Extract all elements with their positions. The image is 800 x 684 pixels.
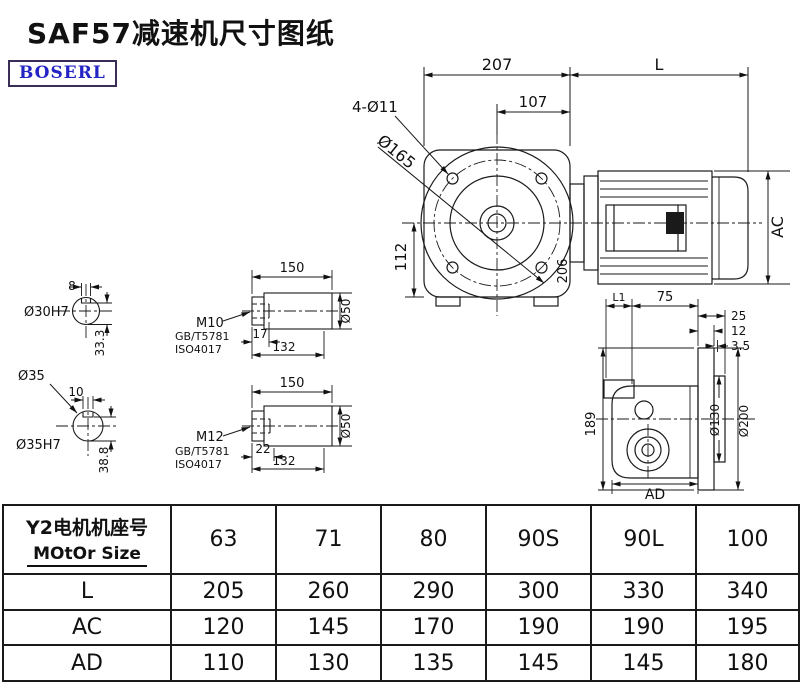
page-title: SAF57减速机尺寸图纸 (27, 17, 335, 50)
dimension-table: Y2电机机座号 MOtOr Size 63 71 80 90S 90L 100 … (2, 503, 800, 682)
table-row-AC: AC 120 145 170 190 190 195 (2, 608, 800, 647)
shaft1-132-label: 132 (273, 340, 296, 354)
motor-size-cell: 90L (590, 503, 697, 576)
sideview-dia200-label: Ø200 (737, 405, 751, 437)
sideview-35-label: 3.5 (731, 339, 750, 353)
shaft1-dia-label: Ø50 (339, 299, 353, 324)
shaft2-outer-dia-label: Ø35 (18, 369, 45, 384)
value-cell: 180 (695, 644, 800, 682)
motor-size-label-cn: Y2电机机座号 (26, 516, 148, 539)
motor-size-cell: 71 (275, 503, 382, 576)
shaft1-bore-label: Ø30H7 (24, 305, 69, 320)
sideview-12-label: 12 (731, 324, 746, 338)
shaft1-thread-depth-label: 17 (252, 327, 267, 341)
value-cell: 195 (695, 608, 800, 647)
shaft1-key-depth-label: 33.3 (93, 330, 107, 357)
sideview-25-label: 25 (731, 309, 746, 323)
brand-badge: BOSERL (8, 60, 117, 87)
shaft2-bore-label: Ø35H7 (16, 438, 61, 453)
motor-size-cell: 90S (485, 503, 592, 576)
motor-size-cell: 100 (695, 503, 800, 576)
value-cell: 190 (590, 608, 697, 647)
table-row-L: L 205 260 290 300 330 340 (2, 573, 800, 611)
shaft2-key-width-label: 10 (68, 385, 83, 399)
sideview-189-label: 189 (584, 412, 599, 437)
shaft2-length-label: 150 (280, 376, 305, 391)
motor-size-cell: 63 (170, 503, 277, 576)
motor-size-cell: 80 (380, 503, 487, 576)
shaft2-standard2-label: ISO4017 (175, 458, 222, 471)
row-label-cell: L (2, 573, 172, 611)
dim-107-label: 107 (519, 93, 548, 111)
flange-dia-label: Ø165 (374, 131, 419, 173)
motor-size-row: Y2电机机座号 MOtOr Size 63 71 80 90S 90L 100 (2, 503, 800, 576)
shaft2-thread-depth-label: 22 (255, 442, 270, 456)
table-row-AD: AD 110 130 135 145 145 180 (2, 644, 800, 682)
value-cell: 290 (380, 573, 487, 611)
value-cell: 145 (485, 644, 592, 682)
shaft2-132-label: 132 (273, 454, 296, 468)
shaft1-thread-label: M10 (196, 316, 224, 331)
shaft-detail-1 (58, 270, 352, 359)
brand-label: BOSERL (19, 63, 106, 83)
value-cell: 120 (170, 608, 277, 647)
value-cell: 300 (485, 573, 592, 611)
main-dimensions (377, 67, 790, 298)
value-cell: 110 (170, 644, 277, 682)
shaft2-key-depth-label: 38.8 (97, 447, 111, 474)
dim-ac-label: AC (768, 216, 787, 238)
dim-112-label: 112 (392, 243, 410, 272)
dim-206-label: 206 (556, 259, 571, 284)
shaft2-dia-label: Ø50 (339, 414, 353, 439)
gearbox-side-view (596, 299, 758, 494)
shaft1-key-width-label: 8 (68, 279, 76, 293)
dim-motor-length-label: L (655, 55, 664, 74)
shaft1-standard2-label: ISO4017 (175, 343, 222, 356)
dim-207-label: 207 (482, 55, 513, 74)
value-cell: 170 (380, 608, 487, 647)
value-cell: 205 (170, 573, 277, 611)
value-cell: 330 (590, 573, 697, 611)
motor-size-header-cell: Y2电机机座号 MOtOr Size (2, 503, 172, 576)
motor-size-label-en: MOtOr Size (27, 544, 147, 567)
shaft-detail-2 (49, 383, 352, 473)
value-cell: 130 (275, 644, 382, 682)
shaft2-standard1-label: GB/T5781 (175, 445, 230, 458)
value-cell: 190 (485, 608, 592, 647)
value-cell: 260 (275, 573, 382, 611)
value-cell: 145 (590, 644, 697, 682)
sideview-dia130-label: Ø130 (708, 404, 722, 436)
value-cell: 135 (380, 644, 487, 682)
sideview-l1-label: L1 (612, 291, 625, 304)
value-cell: 145 (275, 608, 382, 647)
value-cell: 340 (695, 573, 800, 611)
sideview-ad-label: AD (645, 487, 665, 503)
technical-drawing: 207 L 107 4-Ø11 Ø165 112 AC 206 8 Ø30H7 … (16, 55, 790, 503)
row-label-cell: AC (2, 608, 172, 647)
row-label-cell: AD (2, 644, 172, 682)
bolt-holes-label: 4-Ø11 (352, 98, 398, 116)
drawing-labels: 207 L 107 4-Ø11 Ø165 112 AC 206 8 Ø30H7 … (16, 55, 787, 503)
main-front-view (402, 132, 762, 316)
sideview-75-label: 75 (657, 290, 674, 305)
shaft2-thread-label: M12 (196, 430, 224, 445)
shaft1-standard1-label: GB/T5781 (175, 330, 230, 343)
shaft1-length-label: 150 (280, 261, 305, 276)
